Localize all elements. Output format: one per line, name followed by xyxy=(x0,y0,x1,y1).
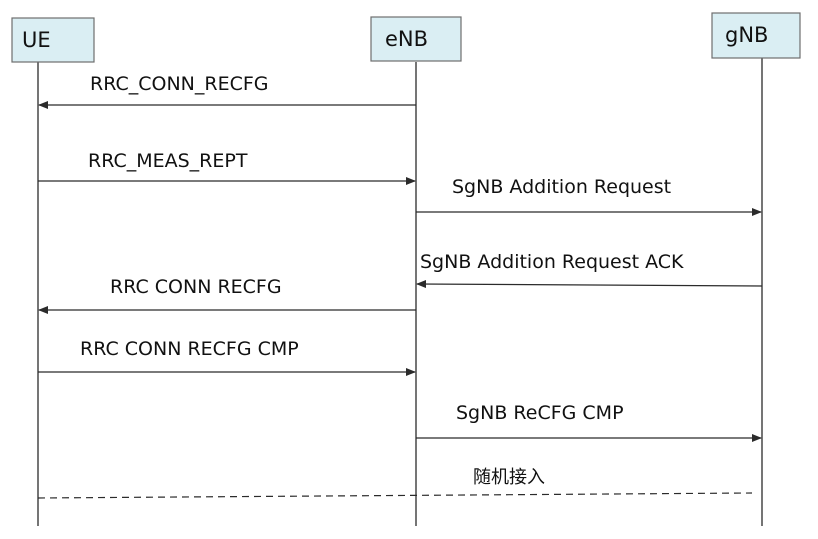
message-label: SgNB Addition Request xyxy=(452,176,671,198)
gnb-node-label: gNB xyxy=(725,23,768,47)
ue-node: UE xyxy=(11,17,95,63)
message-arrow xyxy=(416,280,763,289)
message-rrc-conn-recfg-2: RRC CONN RECFG xyxy=(38,276,416,314)
message-label: RRC_MEAS_REPT xyxy=(88,150,248,172)
message-rrc-conn-recfg-cmp: RRC CONN RECFG CMP xyxy=(38,338,416,376)
message-random-access: 随机接入 xyxy=(37,467,753,499)
message-sgnb-recfg-cmp: SgNB ReCFG CMP xyxy=(416,402,762,442)
message-sgnb-addition-request: SgNB Addition Request xyxy=(416,176,762,216)
enb-node: eNB xyxy=(370,16,462,62)
message-rrc-conn-recfg-1: RRC_CONN_RECFG xyxy=(38,73,416,109)
message-dashed-line xyxy=(37,492,753,499)
message-label: RRC CONN RECFG xyxy=(110,276,282,298)
gnb-node-box xyxy=(711,12,801,59)
enb-node-box xyxy=(370,16,462,62)
message-label: SgNB ReCFG CMP xyxy=(456,402,624,424)
ue-node-box xyxy=(11,17,95,63)
gnb-node: gNB xyxy=(711,12,801,59)
message-label: RRC CONN RECFG CMP xyxy=(80,338,299,360)
enb-node-label: eNB xyxy=(385,27,428,51)
message-label: SgNB Addition Request ACK xyxy=(420,251,684,273)
message-sgnb-addition-request-ack: SgNB Addition Request ACK xyxy=(416,251,763,289)
ue-node-label: UE xyxy=(22,28,51,52)
message-label: RRC_CONN_RECFG xyxy=(90,73,269,95)
message-rrc-meas-rept: RRC_MEAS_REPT xyxy=(38,150,416,185)
message-label: 随机接入 xyxy=(473,467,545,488)
